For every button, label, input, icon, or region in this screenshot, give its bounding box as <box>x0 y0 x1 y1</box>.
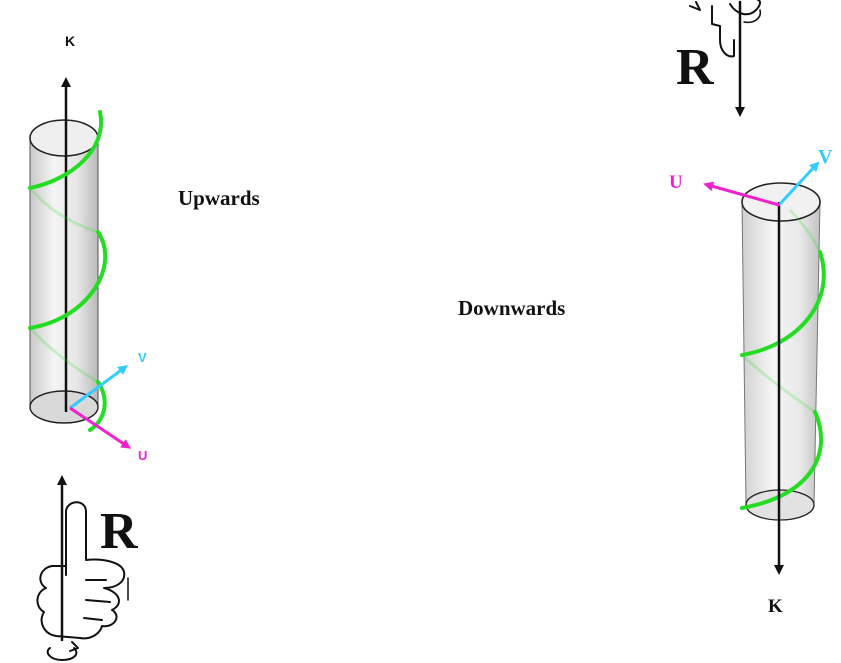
right-v-label: V <box>818 146 833 168</box>
right-hand-thumb-up-icon <box>36 475 129 661</box>
right-u-label: U <box>669 172 683 193</box>
right-hand-label: R <box>676 39 715 96</box>
left-u-label: U <box>138 448 147 463</box>
right-u-axis <box>703 181 780 207</box>
left-v-axis <box>69 365 129 410</box>
right-v-axis <box>777 161 820 207</box>
left-v-label: V <box>138 350 147 365</box>
right-helix-front <box>740 250 826 510</box>
right-helix-back <box>740 208 822 414</box>
left-k-label: K <box>65 33 75 49</box>
right-k-label: K <box>768 596 783 617</box>
left-cylinder-top <box>29 119 99 157</box>
downwards-caption: Downwards <box>458 296 565 320</box>
downwards-helix-group: V U K R <box>669 0 833 617</box>
left-helix-back <box>28 187 99 384</box>
left-u-axis <box>69 406 132 449</box>
left-hand-label: R <box>100 503 139 560</box>
upwards-helix-group: K V U Upwards R <box>28 33 260 661</box>
right-hand-thumb-down-icon <box>689 0 762 117</box>
rotation-arrow-icon <box>46 647 78 661</box>
left-cylinder-body <box>29 137 99 424</box>
upwards-caption: Upwards <box>178 186 260 210</box>
